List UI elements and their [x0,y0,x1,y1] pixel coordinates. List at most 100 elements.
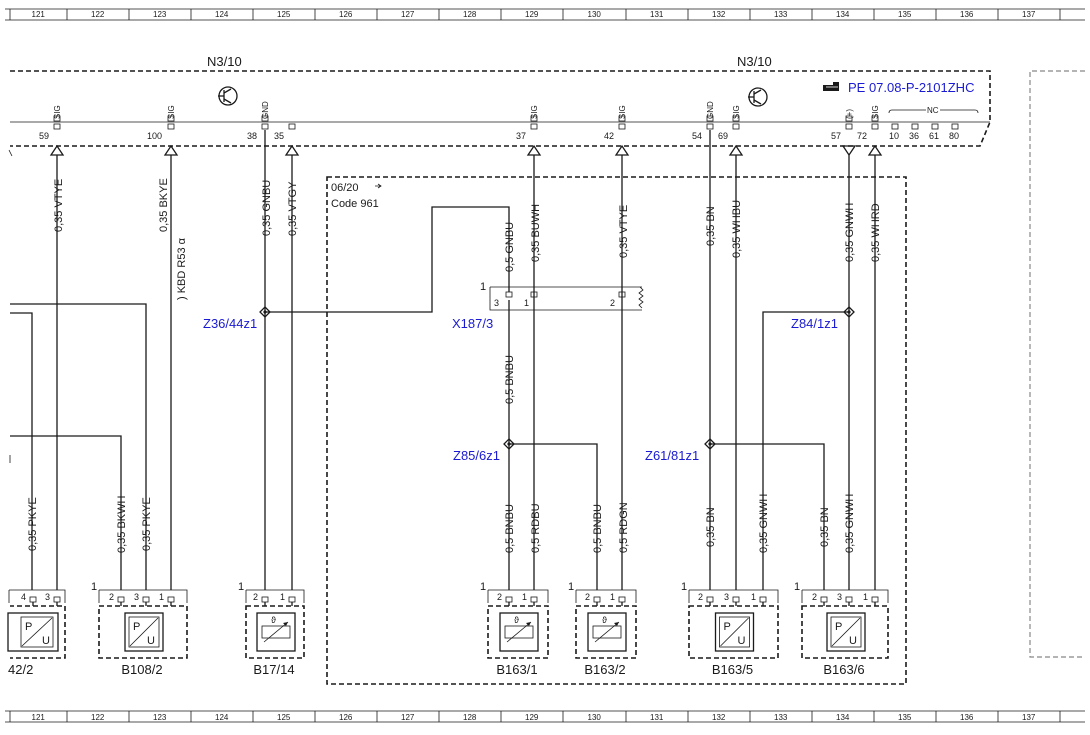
pin-type-label: SIG [618,105,627,119]
wire-label: 0,35 BN [819,507,831,547]
pointing-hand-icon [823,82,839,91]
component-pin: 1 [522,592,527,602]
component-pin: 1 [159,592,164,602]
wire-label: 0,35 BN [705,206,717,246]
transistor-icon [748,87,768,107]
pin-type-label: SIG [871,105,880,119]
wire-label: 0,35 PKYE [141,497,153,551]
ruler-label: 128 [463,713,477,722]
ruler-label: 133 [774,713,788,722]
wire-label: 0,35 BN [705,507,717,547]
ruler-label: 129 [525,713,539,722]
wire-label: 0,35 VTGY [287,181,299,236]
ecu-pin: 61 [929,123,939,141]
output-arrow-icon [728,144,744,156]
ruler-label: 131 [650,10,664,19]
output-arrow-icon [614,144,630,156]
component-name: B163/6 [823,662,864,677]
connector-x187-3: 1 3 1 2 X187/3 [452,281,644,331]
ruler-label: 136 [960,10,974,19]
component-pin: 1 [610,592,615,602]
pressure-u-icon: U [147,635,155,647]
ruler-label: 123 [153,713,167,722]
splice-z84: Z84/1z1 [791,306,855,331]
splice-label[interactable]: Z61/81z1 [645,448,699,463]
wire-label: 0,5 RDGN [618,502,630,553]
ecu-name-right: N3/10 [737,54,772,69]
ruler-label: 132 [712,10,726,19]
output-arrow-icon [526,144,542,156]
splice-label[interactable]: Z84/1z1 [791,316,838,331]
thermistor-icon: ϑ [602,615,607,625]
ruler-label: 128 [463,10,477,19]
pin-type-label: GND [261,101,270,119]
component-pin: 2 [497,592,502,602]
connector-pin: 3 [494,298,499,308]
transistor-icon [218,86,238,106]
component-name: 42/2 [8,662,33,677]
pin-number: 10 [889,131,899,141]
ruler-label: 122 [91,10,105,19]
option-date: 06/20 [331,182,359,194]
splice-label[interactable]: Z85/6z1 [453,448,500,463]
ecu-reference-link[interactable]: PE 07.08-P-2101ZHC [848,80,974,95]
ruler-label: 122 [91,713,105,722]
pin-arrows [49,144,883,157]
pressure-u-icon: U [738,635,746,647]
pin-number: 37 [516,131,526,141]
ruler-label: 132 [712,713,726,722]
wire-label: 0,35 GNBU [261,180,273,236]
ruler-label: 135 [898,10,912,19]
component-pin: 2 [585,592,590,602]
ruler-label: 124 [215,10,229,19]
component-name: B163/1 [496,662,537,677]
splice-z85: Z85/6z1 [453,438,515,463]
wire-label: 0,5 BNBU [504,504,516,553]
component-pin: 3 [724,592,729,602]
component-pin: 1 [280,592,285,602]
input-arrow-icon [841,145,857,157]
pressure-p-icon: P [133,621,140,633]
pin-number: 54 [692,131,702,141]
adjacent-page-box [1029,70,1085,658]
pin-number: 57 [831,131,841,141]
ecu-name-left: N3/10 [207,54,242,69]
ruler-label: 124 [215,713,229,722]
pin-number: 61 [929,131,939,141]
wire-label: 0,35 VTYE [53,179,65,232]
pin-type-label: (+) [845,109,854,119]
wire-label: 0,35 BKYE [158,178,170,232]
wire-label: 0,35 GNWH [844,203,856,262]
output-arrow-icon [284,144,300,156]
ruler-label: 136 [960,713,974,722]
ecu-n3-10: N3/10 N3/10 PE 07.08-P-2101ZHC NC [10,54,991,147]
wire-label: 0,5 BNBU [504,355,516,404]
ruler-label: 137 [1022,10,1036,19]
component-pin: 2 [812,592,817,602]
component-corner-pin: 1 [568,581,574,593]
connector-label[interactable]: X187/3 [452,316,493,331]
option-code: Code 961 [331,198,379,210]
ruler-label: 130 [588,713,602,722]
splice-label[interactable]: Z36/44z1 [203,316,257,331]
pin-type-label: GND [706,101,715,119]
ecu-pin: 10 [889,123,899,141]
component-pin: 2 [109,592,114,602]
ruler-label: 130 [588,10,602,19]
component-corner-pin: 1 [480,581,486,593]
pin-number: 69 [718,131,728,141]
component-pin: 2 [698,592,703,602]
component-corner-pin: 1 [681,581,687,593]
